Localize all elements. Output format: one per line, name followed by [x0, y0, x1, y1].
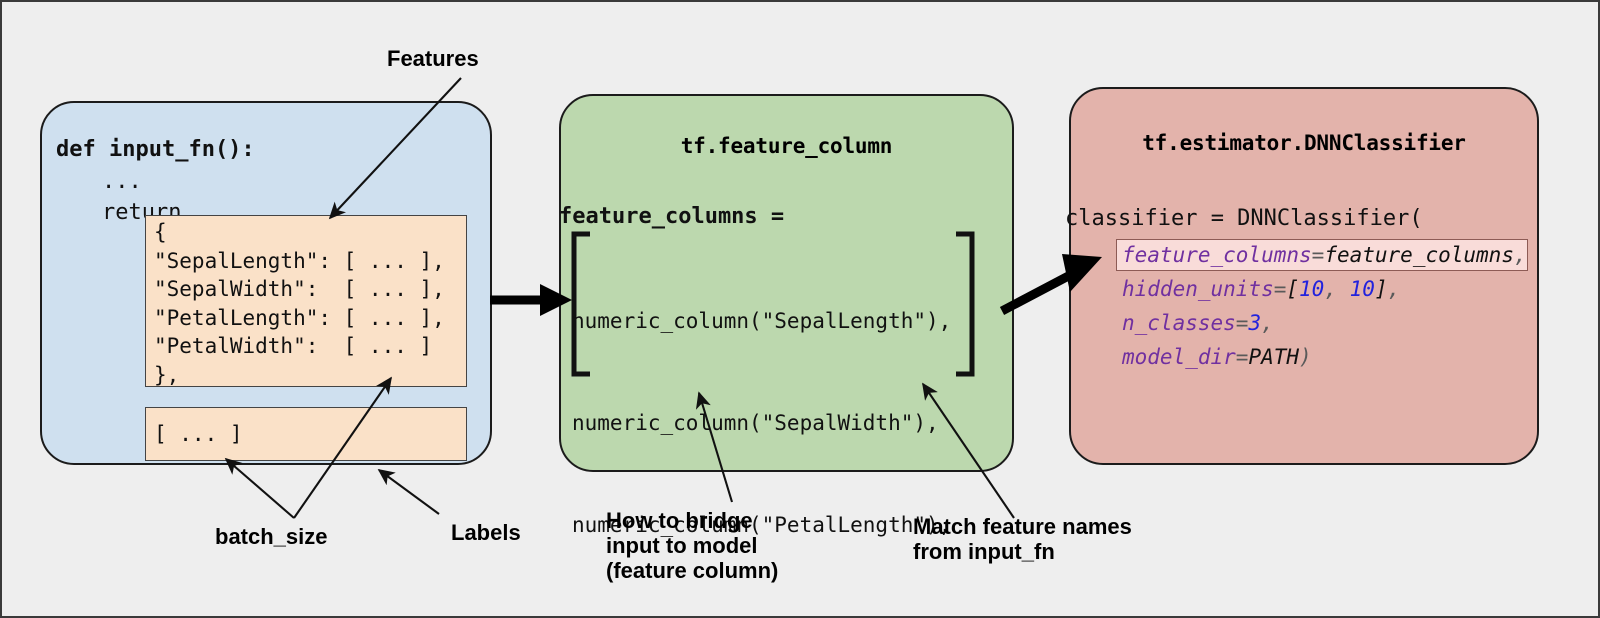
arrow-batch-size-to-labels-box [224, 457, 295, 519]
callout-how-to-bridge: How to bridge input to model (feature co… [606, 508, 779, 583]
arg-n-classes: n_classes=3, [1122, 311, 1274, 335]
arg-feature-columns-equals: = [1311, 243, 1325, 267]
arg-hidden-units: hidden_units=[10, 10], [1122, 277, 1400, 301]
arg-hidden-units-open: [ [1286, 277, 1300, 301]
feature-column-item-2: numeric_column("PetalLength"), [572, 513, 952, 537]
arg-feature-columns-value: feature_columns [1324, 243, 1514, 267]
labels-list-lines: [ ... ] [146, 408, 466, 449]
arg-n-classes-keyword: n_classes [1122, 311, 1236, 335]
arg-feature-columns-comma: , [1513, 243, 1527, 267]
features-line-1: "SepalLength": [ ... ], [154, 248, 445, 273]
arg-feature-columns-keyword: feature_columns [1122, 243, 1312, 267]
arg-model-dir-close-paren: ) [1299, 345, 1312, 369]
features-dict-lines: { "SepalLength": [ ... ], "SepalWidth": … [146, 216, 466, 389]
features-dict-box: { "SepalLength": [ ... ], "SepalWidth": … [145, 215, 467, 387]
list-close-bracket-icon [956, 230, 978, 378]
arg-hidden-units-separator: , [1324, 277, 1350, 301]
arrow-labels-callout [377, 469, 440, 515]
feature-columns-arg-highlight [1116, 239, 1528, 271]
panel-feature-column-title: tf.feature_column [680, 134, 893, 158]
arg-model-dir-equals: = [1235, 345, 1249, 369]
arg-model-dir-value: PATH [1248, 345, 1300, 369]
feature-columns-list: numeric_column("SepalLength"), numeric_c… [572, 236, 952, 616]
features-line-5: }, [154, 362, 180, 387]
classifier-assignment: classifier = DNNClassifier( [1065, 206, 1423, 231]
arg-hidden-units-comma: , [1387, 277, 1401, 301]
arg-model-dir: model_dir=PATH) [1122, 345, 1312, 369]
arg-hidden-units-num-0: 10 [1299, 277, 1325, 301]
arg-n-classes-comma: , [1261, 311, 1274, 335]
panel-dnn-classifier-title: tf.estimator.DNNClassifier [1142, 131, 1466, 155]
arg-hidden-units-close: ] [1374, 277, 1388, 301]
labels-line-0: [ ... ] [154, 422, 243, 446]
features-line-3: "PetalLength": [ ... ], [154, 305, 445, 330]
arg-n-classes-equals: = [1235, 311, 1249, 335]
feature-column-item-3: numeric_column("PetalWidth") [572, 610, 951, 616]
arg-n-classes-num-0: 3 [1248, 311, 1262, 335]
feature-column-item-0: numeric_column("SepalLength"), [572, 309, 952, 333]
arg-hidden-units-num-1: 10 [1349, 277, 1375, 301]
labels-list-box: [ ... ] [145, 407, 467, 461]
callout-match-feature-names: Match feature names from input_fn [913, 514, 1132, 564]
features-line-4: "PetalWidth": [ ... ] [154, 334, 433, 358]
features-line-0: { [154, 220, 167, 244]
arg-model-dir-keyword: model_dir [1122, 345, 1236, 369]
code-ellipsis: ... [102, 169, 142, 194]
callout-batch-size: batch_size [215, 524, 328, 549]
arg-hidden-units-equals: = [1273, 277, 1287, 301]
panel-dnn-classifier: tf.estimator.DNNClassifier [1069, 87, 1539, 465]
arg-feature-columns: feature_columns=feature_columns, [1122, 243, 1527, 267]
feature-columns-assignment: feature_columns = [559, 204, 785, 229]
feature-column-item-1: numeric_column("SepalWidth"), [572, 411, 939, 435]
features-line-2: "SepalWidth": [ ... ], [154, 277, 445, 301]
list-open-bracket-icon [568, 230, 590, 378]
code-def-input-fn: def input_fn(): [56, 137, 255, 162]
arg-hidden-units-keyword: hidden_units [1122, 277, 1274, 301]
callout-labels: Labels [451, 520, 521, 545]
callout-features: Features [387, 46, 479, 71]
